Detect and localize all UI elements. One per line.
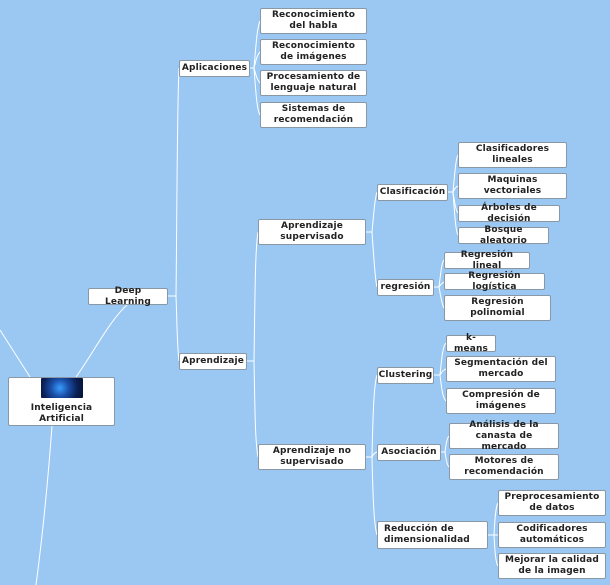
node-regresion[interactable]: regresión — [377, 279, 434, 296]
node-codificadores-automaticos[interactable]: Codificadores automáticos — [498, 522, 606, 548]
node-procesamiento-lenguaje[interactable]: Procesamiento de lenguaje natural — [260, 70, 367, 96]
connector — [444, 435, 450, 453]
node-mejorar-calidad-imagen[interactable]: Mejorar la calidad de la imagen — [498, 553, 606, 579]
node-canasta-mercado[interactable]: Análisis de la canasta de mercado — [449, 420, 559, 452]
connector — [452, 191, 459, 236]
connector — [444, 451, 450, 468]
connector — [438, 259, 445, 288]
connector — [493, 534, 499, 567]
node-aprendizaje-supervisado[interactable]: Aprendizaje supervisado — [258, 219, 366, 245]
node-sistemas-recomendacion[interactable]: Sistemas de recomendación — [260, 102, 367, 128]
connector — [35, 425, 53, 585]
connector — [371, 451, 378, 458]
root-label: Inteligencia Artificial — [30, 403, 93, 424]
node-regresion-polinomial[interactable]: Regresión polinomial — [444, 295, 551, 321]
node-aplicaciones[interactable]: Aplicaciones — [179, 60, 250, 77]
neural-brain-image — [40, 378, 83, 398]
connector — [75, 303, 129, 378]
node-arboles-decision[interactable]: Árboles de decisión — [458, 203, 560, 224]
connector — [371, 456, 378, 536]
root-node[interactable]: Inteligencia Artificial — [8, 377, 115, 426]
connector — [438, 286, 445, 309]
node-deep-learning[interactable]: Deep Learning — [88, 286, 168, 307]
node-compresion-imagenes[interactable]: Compresión de imágenes — [446, 388, 556, 414]
connector — [371, 191, 378, 233]
node-reconocimiento-imagenes[interactable]: Reconocimiento de imágenes — [260, 39, 367, 65]
node-asociacion[interactable]: Asociación — [377, 444, 441, 461]
connector — [439, 342, 447, 376]
connector — [253, 67, 261, 116]
connector — [253, 20, 261, 69]
node-preprocesamiento-datos[interactable]: Preprocesamiento de datos — [498, 490, 606, 516]
node-reduccion-dimensionalidad[interactable]: Reducción de dimensionalidad — [377, 521, 488, 549]
connector — [253, 231, 259, 362]
node-bosque-aleatorio[interactable]: Bosque aleatorio — [458, 225, 549, 246]
node-clasificadores-lineales[interactable]: Clasificadores lineales — [458, 142, 567, 168]
connector — [452, 154, 459, 193]
node-clasificacion[interactable]: Clasificación — [377, 184, 448, 201]
connector — [493, 502, 499, 536]
node-aprendizaje[interactable]: Aprendizaje — [179, 353, 247, 370]
connector — [439, 368, 447, 376]
connector — [175, 295, 180, 362]
connector — [371, 231, 378, 288]
connector — [253, 51, 261, 69]
node-segmentacion-mercado[interactable]: Segmentación del mercado — [446, 356, 556, 382]
node-regresion-lineal[interactable]: Regresión lineal — [444, 250, 530, 271]
connector — [438, 281, 445, 288]
connector — [452, 185, 459, 193]
node-motores-recomendacion[interactable]: Motores de recomendación — [449, 454, 559, 480]
node-aprendizaje-no-supervisado[interactable]: Aprendizaje no supervisado — [258, 444, 366, 470]
connector — [0, 329, 31, 378]
connector — [253, 360, 259, 458]
node-reconocimiento-habla[interactable]: Reconocimiento del habla — [260, 8, 367, 34]
node-clustering[interactable]: Clustering — [377, 367, 434, 384]
connector — [371, 374, 378, 458]
node-k-means[interactable]: k-means — [446, 333, 496, 354]
node-regresion-logistica[interactable]: Regresión logística — [444, 271, 545, 292]
node-maquinas-vectoriales[interactable]: Maquinas vectoriales — [458, 173, 567, 199]
connector — [439, 374, 447, 402]
connector — [175, 67, 180, 297]
